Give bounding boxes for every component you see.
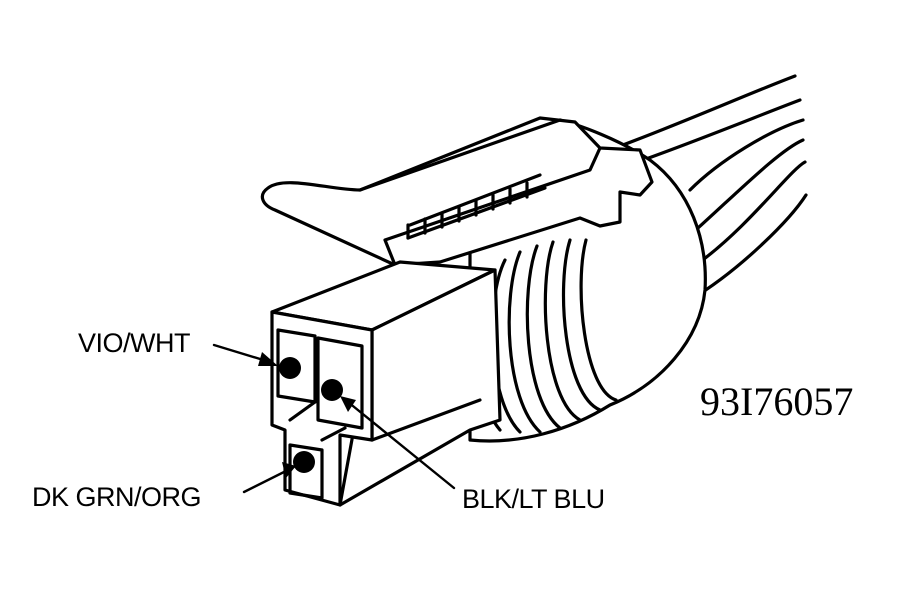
label-vio-wht: VIO/WHT bbox=[78, 328, 191, 358]
figure-number: 93I76057 bbox=[700, 379, 854, 424]
terminal-blk-lt-blu bbox=[321, 379, 343, 401]
label-blk-lt-blu: BLK/LT BLU bbox=[462, 484, 605, 514]
terminal-vio-wht bbox=[279, 357, 301, 379]
housing-side-face bbox=[338, 268, 502, 507]
label-dk-grn-org: DK GRN/ORG bbox=[32, 482, 202, 512]
terminal-dk-grn-org bbox=[293, 451, 315, 473]
wire-bundle bbox=[613, 74, 808, 302]
terminal-cavities bbox=[276, 328, 364, 500]
locking-latch bbox=[260, 116, 654, 267]
leader-arrows bbox=[212, 343, 456, 494]
